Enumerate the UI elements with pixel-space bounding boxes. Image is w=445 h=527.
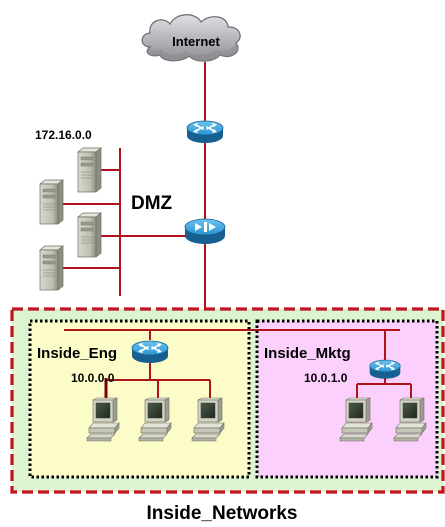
mktg-router-icon (369, 359, 401, 380)
pix-firewall-icon (184, 218, 226, 244)
router-icon (186, 120, 224, 144)
dmz-server-icon (77, 147, 102, 193)
inside-eng-network-label: 10.0.0.0 (71, 371, 115, 385)
inside-mktg-label: Inside_Mktg (264, 345, 351, 362)
inside-mktg-network-label: 10.0.1.0 (304, 371, 348, 385)
dmz-server-icon (39, 179, 64, 225)
dmz-server-icon (77, 212, 102, 258)
cloud-icon (141, 14, 241, 62)
dmz-server-icon (39, 245, 64, 291)
inside-eng-label: Inside_Eng (37, 345, 117, 362)
dmz-label: DMZ (131, 193, 173, 214)
dmz-network-label: 172.16.0.0 (35, 128, 92, 142)
internet-label: Internet (172, 34, 220, 49)
eng-router-icon (131, 340, 169, 364)
inside-networks-label: Inside_Networks (147, 503, 298, 524)
